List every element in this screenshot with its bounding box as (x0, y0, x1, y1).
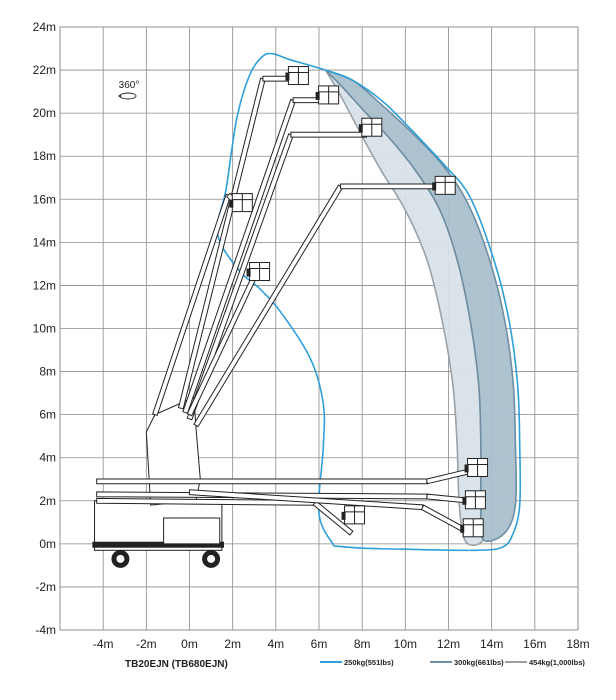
x-tick-label: -2m (136, 637, 157, 651)
jib-segment (290, 131, 367, 138)
legend-item: 300kg(661lbs) (430, 658, 504, 667)
legend-label: 250kg(551lbs) (344, 658, 394, 667)
x-tick-label: 4m (267, 637, 284, 651)
counterweight (163, 517, 221, 545)
y-tick-label: 24m (33, 20, 56, 34)
y-tick-label: 14m (33, 235, 56, 249)
basket-rotator (315, 91, 320, 100)
model-label: TB20EJN (TB680EJN) (125, 659, 228, 670)
platform-basket (341, 505, 366, 525)
boom-lift-drawing (92, 66, 489, 568)
jib-segment (340, 183, 441, 190)
legend-label: 454kg(1,000lbs) (529, 658, 585, 667)
x-tick-label: 2m (224, 637, 241, 651)
legend: 250kg(551lbs) 300kg(661lbs) 454kg(1,000lbs… (320, 658, 585, 667)
platform-basket (285, 66, 309, 86)
basket-rotator (460, 524, 465, 533)
boom-segment (177, 77, 266, 410)
y-tick-label: 4m (39, 451, 56, 465)
rotation-arrow-icon (118, 92, 137, 100)
wheel-hub (207, 554, 216, 563)
y-tick-label: 16m (33, 192, 56, 206)
platform-basket (229, 193, 253, 213)
x-tick-label: 10m (394, 637, 417, 651)
rotation-label: 360° (119, 80, 140, 91)
platform-basket (358, 117, 383, 137)
basket-rotator (246, 268, 251, 277)
x-tick-label: 8m (354, 637, 371, 651)
y-tick-label: -2m (35, 580, 56, 594)
boom-segment (193, 184, 344, 428)
boom-segment (96, 478, 428, 485)
basket-rotator (432, 182, 437, 191)
x-tick-label: 16m (523, 637, 546, 651)
chassis-base (92, 541, 225, 548)
y-tick-label: 18m (33, 149, 56, 163)
platform-basket (464, 457, 489, 477)
x-tick-label: 14m (480, 637, 503, 651)
x-tick-label: 18m (566, 637, 589, 651)
x-tick-label: 6m (311, 637, 328, 651)
boom-segment (186, 133, 294, 421)
legend-item: 454kg(1,000lbs) (505, 658, 585, 667)
x-tick-label: -4m (93, 637, 114, 651)
legend-item: 250kg(551lbs) (320, 658, 394, 667)
boom-segment (152, 193, 232, 417)
wheel-hub (116, 554, 125, 563)
axis-ticks: -4m -2m 0m 2m 4m 6m 8m 10m 12m 14m 16m 18m 24m 22m 20m… (33, 20, 590, 651)
y-tick-label: 2m (39, 494, 56, 508)
boom-segment (182, 98, 297, 414)
envelope-300kg (324, 69, 518, 543)
platform-basket (432, 175, 456, 195)
x-tick-label: 0m (181, 637, 198, 651)
boom-segment (188, 489, 424, 511)
basket-rotator (285, 72, 290, 81)
platform-basket (315, 85, 340, 105)
platform-basket (460, 518, 484, 538)
rotation-indicator: 360° (118, 80, 140, 100)
y-tick-label: 0m (39, 537, 56, 551)
y-tick-label: 12m (33, 278, 56, 292)
platform-basket (462, 490, 486, 510)
legend-label: 300kg(661lbs) (454, 658, 504, 667)
basket-rotator (358, 124, 363, 133)
y-tick-label: 10m (33, 322, 56, 336)
y-tick-label: 20m (33, 106, 56, 120)
platform-basket (246, 262, 271, 282)
basket-rotator (464, 464, 469, 473)
y-tick-label: 8m (39, 365, 56, 379)
y-tick-label: -4m (35, 623, 56, 637)
x-tick-label: 12m (437, 637, 460, 651)
basket-rotator (229, 199, 234, 208)
basket-rotator (462, 496, 467, 505)
y-tick-label: 22m (33, 63, 56, 77)
basket-rotator (341, 511, 346, 520)
envelope-250kg (216, 52, 522, 552)
y-tick-label: 6m (39, 408, 56, 422)
